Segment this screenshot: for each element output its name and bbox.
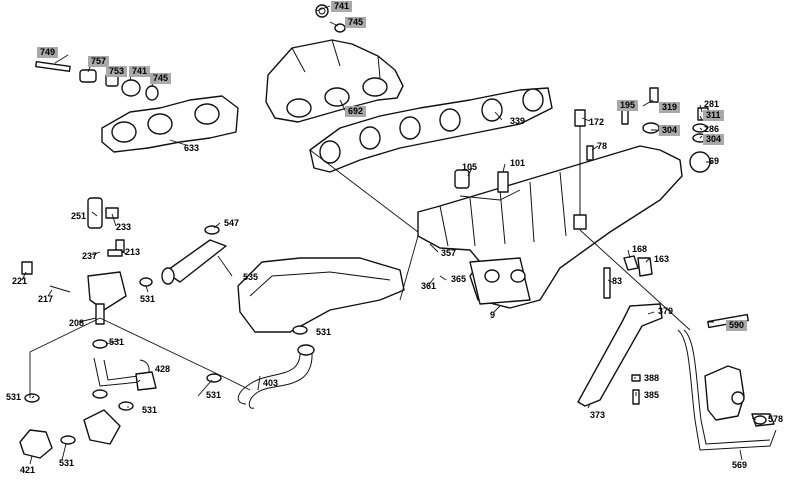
hose-535 — [161, 239, 227, 285]
callout-281: 281 — [704, 99, 720, 109]
callout-172: 172 — [589, 117, 605, 127]
callout-163: 163 — [654, 254, 670, 264]
callout-753: 753 — [106, 66, 128, 77]
bracket-373 — [577, 303, 749, 407]
callout-105: 105 — [462, 162, 478, 172]
callout-339: 339 — [510, 116, 526, 126]
callout-535: 535 — [243, 272, 259, 282]
callout-379: 379 — [658, 306, 674, 316]
exhaust-gasket-left — [35, 60, 239, 153]
callout-547: 547 — [224, 218, 240, 228]
callout-69: 69 — [709, 156, 720, 166]
hose-403 — [237, 344, 315, 409]
callout-428: 428 — [155, 364, 171, 374]
callout-531: 531 — [142, 405, 158, 415]
callout-633: 633 — [184, 143, 200, 153]
callout-311: 311 — [703, 110, 724, 121]
callout-388: 388 — [644, 373, 660, 383]
callout-531: 531 — [206, 390, 222, 400]
callout-78: 78 — [597, 141, 608, 151]
hose-clamps — [24, 225, 767, 445]
callout-233: 233 — [116, 222, 132, 232]
callout-168: 168 — [632, 244, 648, 254]
callout-101: 101 — [510, 158, 526, 168]
callout-9: 9 — [490, 310, 496, 320]
callout-531: 531 — [109, 337, 125, 347]
callout-221: 221 — [12, 276, 28, 286]
callout-403: 403 — [263, 378, 279, 388]
callout-286: 286 — [704, 124, 720, 134]
hose-428 — [93, 357, 157, 391]
callout-385: 385 — [644, 390, 660, 400]
callout-569: 569 — [732, 460, 748, 470]
callout-531: 531 — [59, 458, 75, 468]
callout-357: 357 — [441, 248, 457, 258]
callout-421: 421 — [20, 465, 36, 475]
exhaust-manifold-upper — [265, 4, 404, 123]
callout-304: 304 — [659, 125, 681, 136]
callout-531: 531 — [140, 294, 156, 304]
callout-692: 692 — [345, 106, 367, 117]
intake-gasket-339 — [309, 87, 553, 173]
reservoir-569 — [677, 329, 777, 451]
callout-304: 304 — [703, 134, 725, 145]
callout-208: 208 — [69, 318, 85, 328]
callout-373: 373 — [590, 410, 606, 420]
callout-590: 590 — [726, 320, 748, 331]
callout-83: 83 — [612, 276, 623, 286]
callout-531: 531 — [6, 392, 22, 402]
intake-manifold — [417, 145, 683, 309]
callout-578: 578 — [768, 414, 784, 424]
air-duct-cover — [237, 257, 405, 333]
valve-cluster-left — [21, 197, 127, 325]
callout-365: 365 — [451, 274, 467, 284]
callout-217: 217 — [38, 294, 54, 304]
callout-237: 237 — [82, 251, 98, 261]
callout-251: 251 — [71, 211, 87, 221]
callout-195: 195 — [617, 100, 639, 111]
callout-741: 741 — [331, 1, 353, 12]
callout-749: 749 — [37, 47, 59, 58]
callout-531: 531 — [316, 327, 332, 337]
callout-213: 213 — [125, 247, 141, 257]
callout-745: 745 — [150, 73, 172, 84]
callout-361: 361 — [421, 281, 437, 291]
callout-757: 757 — [88, 56, 110, 67]
callout-741: 741 — [129, 66, 151, 77]
coupling-421 — [19, 409, 121, 459]
callout-745: 745 — [345, 17, 367, 28]
callout-319: 319 — [659, 102, 681, 113]
